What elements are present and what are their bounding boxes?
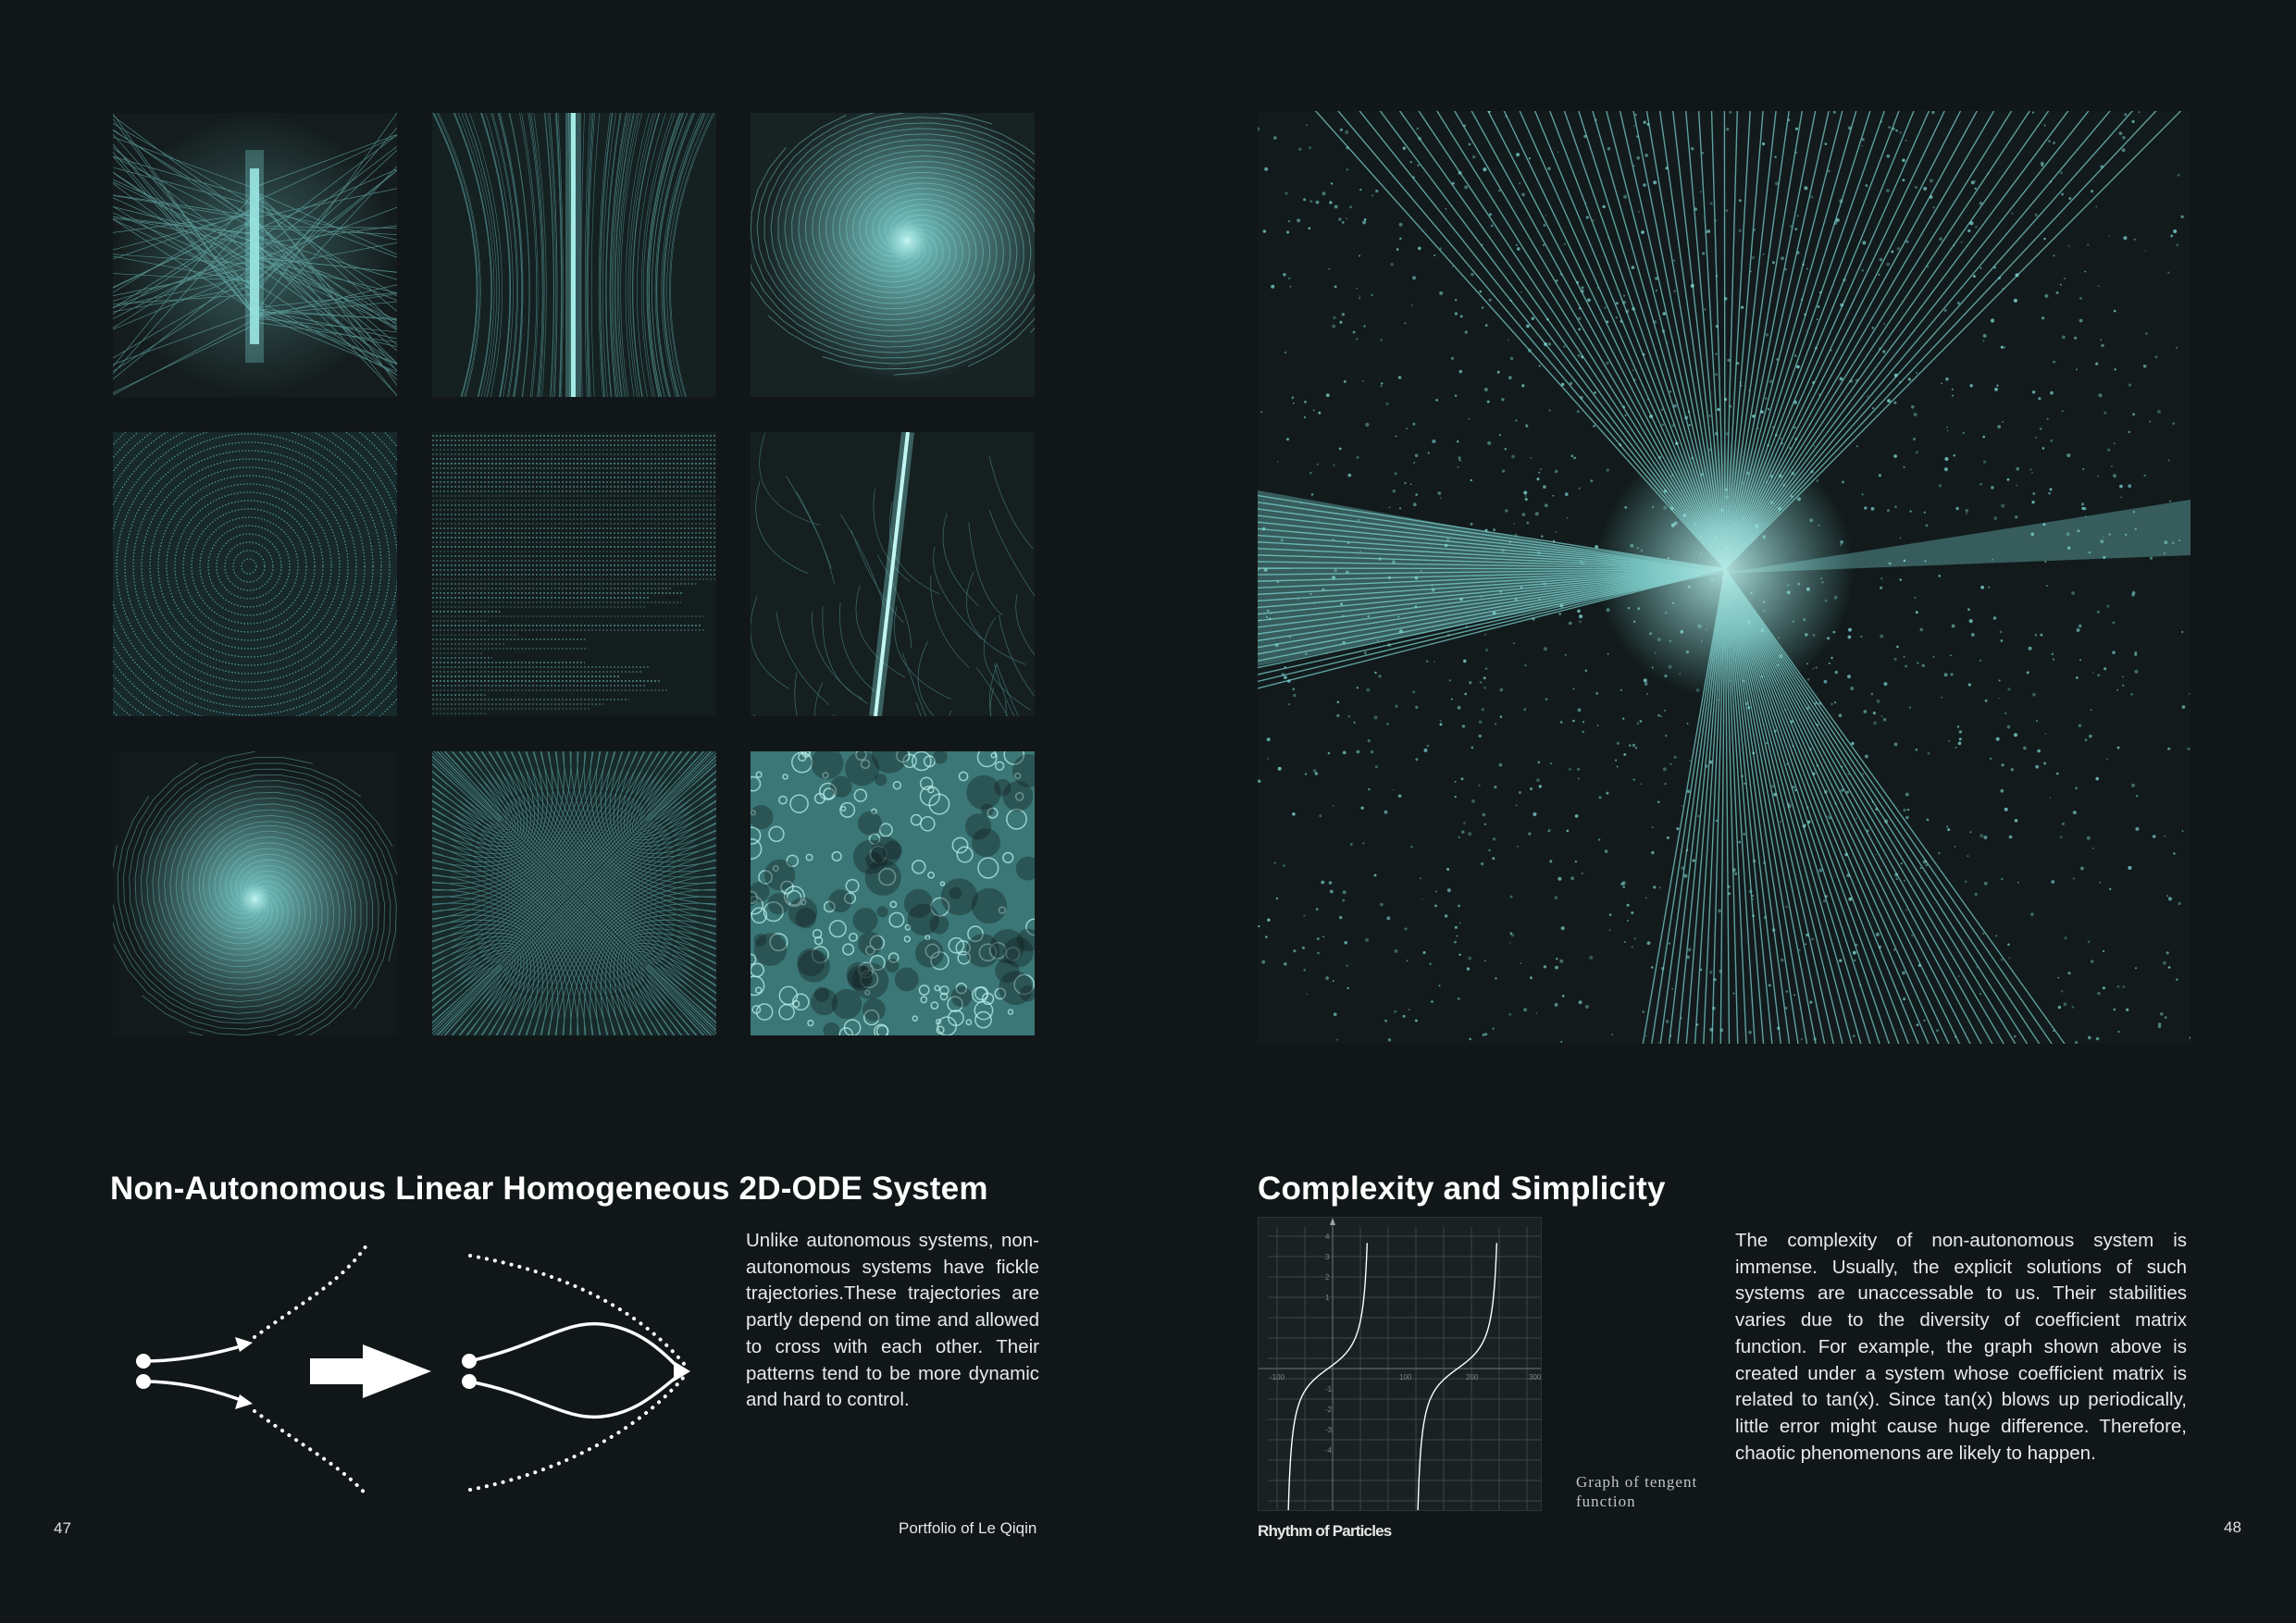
svg-text:-2: -2 — [1325, 1406, 1333, 1414]
spiral-vortex-image — [751, 113, 1035, 397]
svg-text:300: 300 — [1529, 1373, 1541, 1381]
trajectory-diagram — [120, 1235, 713, 1504]
graph-caption: Graph of tengent function — [1576, 1473, 1698, 1510]
right-page-footer: Rhythm of Particles — [1258, 1522, 1392, 1540]
svg-text:2: 2 — [1325, 1273, 1330, 1282]
svg-text:1: 1 — [1325, 1294, 1330, 1302]
svg-text:-1: -1 — [1325, 1385, 1333, 1394]
svg-text:4: 4 — [1325, 1233, 1330, 1241]
bubble-field-image — [751, 751, 1035, 1035]
svg-text:200: 200 — [1466, 1373, 1479, 1381]
right-page-title: Complexity and Simplicity — [1258, 1171, 1666, 1207]
spiral-sink-image — [113, 751, 397, 1035]
diagonal-line-image — [751, 432, 1035, 716]
svg-text:-100: -100 — [1270, 1373, 1285, 1381]
left-page-footer: Portfolio of Le Qiqin — [899, 1519, 1037, 1537]
concentric-rings-image — [113, 432, 397, 716]
particle-ray-burst-image — [1258, 111, 2191, 1044]
svg-text:100: 100 — [1399, 1373, 1412, 1381]
vertical-stream-image — [432, 113, 716, 397]
left-page-number: 47 — [54, 1519, 71, 1537]
left-page-title: Non-Autonomous Linear Homogeneous 2D-ODE… — [110, 1171, 988, 1207]
right-page-body: The complexity of non-autonomous system … — [1735, 1230, 2187, 1464]
right-page-number: 48 — [2224, 1518, 2241, 1536]
tangent-graph: -100 100 200 300 4 3 2 1 -1 -2 -3 -4 — [1258, 1217, 1542, 1511]
svg-text:3: 3 — [1325, 1253, 1330, 1261]
svg-text:-3: -3 — [1325, 1426, 1333, 1434]
vertical-line-attractor-image — [113, 113, 397, 397]
svg-text:-4: -4 — [1325, 1446, 1333, 1455]
saddle-star-image — [432, 751, 716, 1035]
horizontal-stripes-image — [432, 432, 716, 716]
left-page-body: Unlike autonomous systems, non-autonomou… — [746, 1230, 1039, 1411]
